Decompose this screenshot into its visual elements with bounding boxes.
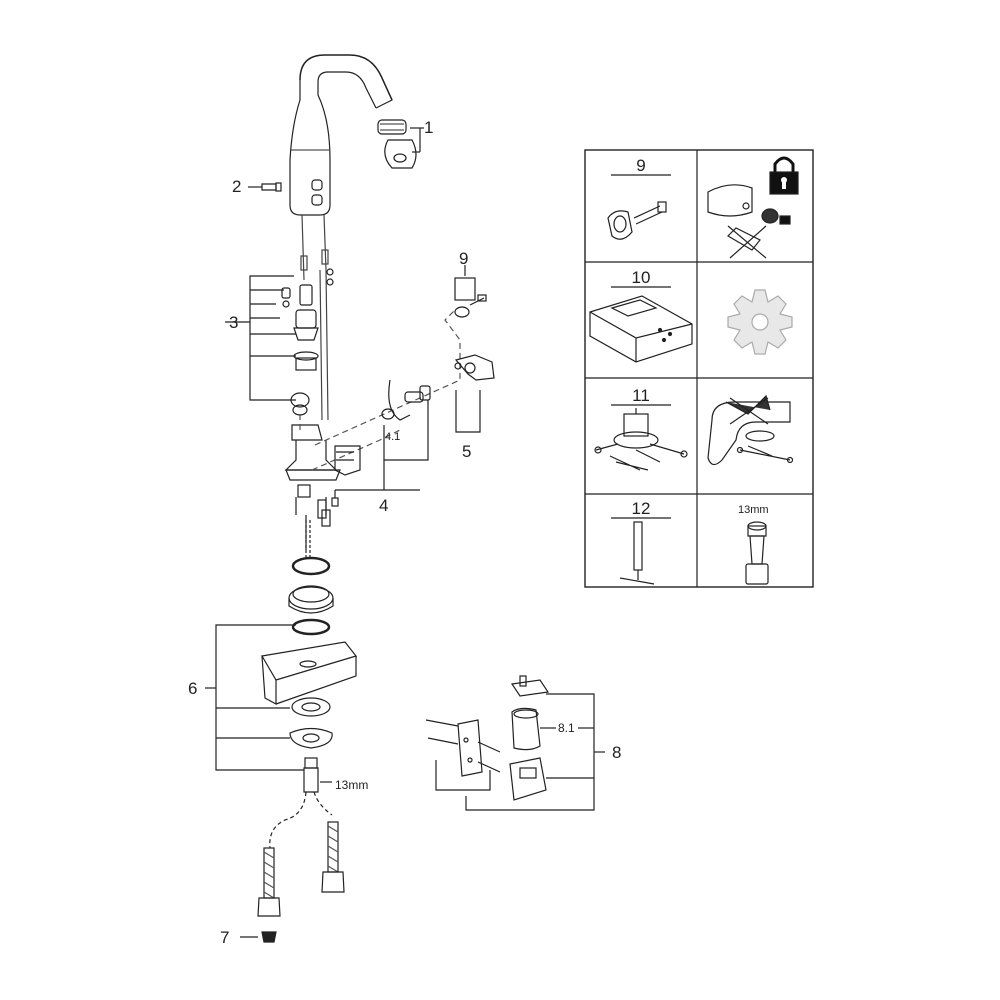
- aerator-part: [377, 119, 424, 169]
- callout-1: 1: [424, 118, 434, 137]
- mounting-rings: [288, 556, 334, 636]
- flex-hoses: [257, 791, 345, 917]
- callout-8-1: 8.1: [558, 721, 575, 735]
- part-4-assembly: [331, 379, 431, 507]
- row1-left-illustration: [607, 201, 667, 240]
- row2-left-illustration: [589, 295, 693, 363]
- screw-part: [248, 182, 282, 192]
- table-row-4-label: 12: [631, 499, 651, 518]
- callout-8: 8: [612, 743, 622, 762]
- lower-washers: [289, 697, 333, 793]
- table-row-4-right-label: 13mm: [738, 504, 769, 516]
- callout-9: 9: [459, 249, 469, 268]
- table-header-rules: [611, 174, 671, 519]
- row4-right-illustration: [745, 521, 769, 585]
- table-row-1-label: 9: [636, 156, 646, 175]
- callout-5: 5: [462, 442, 472, 461]
- group-6-bracket: [205, 624, 304, 771]
- row1-right-illustration: [707, 156, 799, 259]
- row3-left-illustration: [594, 408, 688, 471]
- countertop-slab: [261, 641, 358, 706]
- row3-right-illustration: [707, 394, 794, 466]
- part-7-cap: [240, 931, 277, 943]
- dashed-leader-lines: [299, 309, 461, 471]
- callout-4-1: 4.1: [385, 431, 401, 443]
- table-row-3-label: 11: [632, 386, 650, 405]
- callout-13mm: 13mm: [335, 778, 369, 792]
- supply-hoses: [300, 214, 329, 421]
- group-3-bracket: [225, 275, 296, 401]
- callout-7: 7: [220, 928, 230, 947]
- group-3-parts: [281, 268, 334, 416]
- group-8-electronics: [425, 675, 605, 811]
- mounting-shaft: [305, 520, 311, 560]
- row2-right-illustration: [727, 289, 793, 355]
- part-5-handle: [454, 354, 495, 433]
- parts-table: [584, 149, 814, 588]
- callout-3: 3: [229, 313, 239, 332]
- row4-left-illustration: [619, 521, 655, 585]
- faucet-spout: [289, 54, 393, 216]
- callout-2: 2: [232, 177, 242, 196]
- callout-4: 4: [379, 496, 389, 515]
- callout-6: 6: [188, 679, 198, 698]
- part-9-small: [454, 277, 487, 318]
- table-row-2-label: 10: [631, 268, 651, 287]
- central-valve-body: [284, 424, 341, 550]
